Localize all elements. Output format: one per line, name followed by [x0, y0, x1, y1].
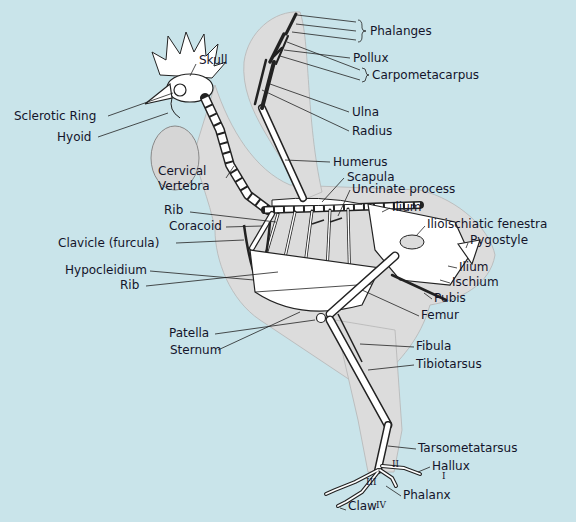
bone-label: Femur [421, 308, 459, 323]
bone-label: Ischium [452, 275, 499, 290]
toe-number: III [366, 477, 377, 487]
bone-label: Fibula [416, 339, 451, 354]
toe-number: I [442, 471, 446, 481]
bone-label: Clavicle (furcula) [58, 236, 159, 251]
bone-label: Radius [352, 124, 392, 139]
bone-label: Pygostyle [470, 233, 528, 248]
bone-label: Claw [348, 499, 377, 514]
bone-label: Coracoid [169, 219, 222, 234]
bone-label: Pollux [353, 51, 389, 66]
bone-label: Humerus [333, 155, 388, 170]
bone-label: Ilium [459, 260, 489, 275]
bone-label: Tibiotarsus [416, 357, 482, 372]
bone-label: Hypocleidium [65, 263, 147, 278]
bone-label: Carpometacarpus [372, 68, 479, 83]
bone-label: Sternum [170, 343, 221, 358]
bone-label: Sclerotic Ring [14, 109, 96, 124]
toe-number: II [392, 459, 399, 469]
bone-label: Uncinate process [352, 182, 455, 197]
bone-label: Hyoid [57, 130, 91, 145]
toe-number: IV [376, 500, 386, 510]
bone-label: Pubis [434, 291, 466, 306]
bone-label: Rib [120, 278, 139, 293]
bone-label: Rib [164, 203, 183, 218]
bone-label: Cervical Vertebra [158, 164, 228, 194]
bone-label: Phalanges [370, 24, 432, 39]
bone-label: Phalanx [403, 488, 451, 503]
bone-label: Ilium [392, 200, 422, 215]
bone-label: Hallux [432, 459, 470, 474]
bone-label: Tarsometatarsus [418, 441, 517, 456]
bone-label: Ulna [352, 105, 379, 120]
bone-label: Patella [169, 326, 209, 341]
bone-label: Skull [199, 53, 227, 68]
bone-label: Ilioischiatic fenestra [427, 217, 547, 232]
